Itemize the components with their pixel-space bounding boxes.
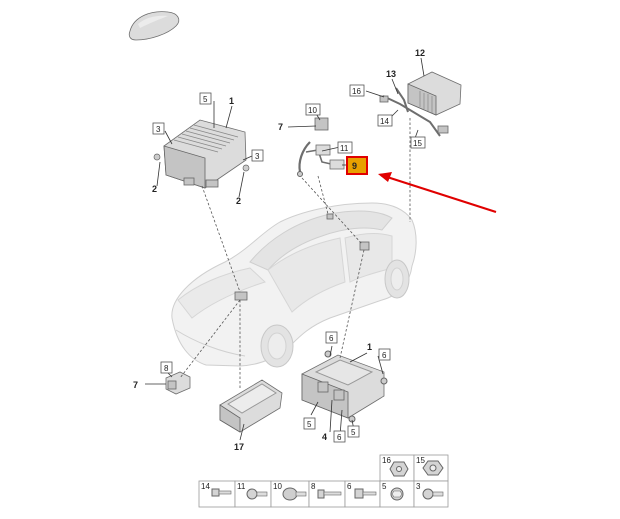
label-box-10 [305,103,321,116]
label-4: 4 [322,432,327,442]
label-box-5-lower-left [303,417,316,430]
label-6-top: 6 [329,334,334,343]
control-module-17 [219,379,283,433]
label-3-left: 3 [156,125,161,134]
label-box-5-lower-right [347,425,360,438]
label-12: 12 [415,48,425,58]
hex-nut-icon [422,460,444,476]
flange-bolt-icon-5 [390,487,404,501]
label-7-lower: 7 [133,380,138,390]
label-box-14 [377,114,393,127]
legend-num-8: 8 [311,482,316,491]
label-box-9-highlight [346,156,368,175]
label-2-right: 2 [236,196,241,206]
label-9: 9 [352,161,357,171]
connector-7-8 [165,371,191,395]
legend-num-14: 14 [201,482,210,491]
bracket-13 [379,87,449,137]
legend-num-16: 16 [382,456,391,465]
control-unit-lower [301,350,388,423]
label-13: 13 [386,69,396,79]
label-box-8 [160,361,173,374]
label-5-upper: 5 [203,95,208,104]
cover-part [128,11,180,41]
legend-num-6: 6 [347,482,352,491]
legend-num-3: 3 [416,482,421,491]
label-3-right: 3 [255,152,260,161]
label-5-lower-right: 5 [351,428,356,437]
sensor-bracket [297,117,345,177]
label-box-6-top [325,331,338,344]
label-box-6-bottom [333,430,346,443]
label-7-upper: 7 [278,122,283,132]
bolt-icon-10 [282,487,307,501]
label-17: 17 [234,442,244,452]
label-box-6-right [378,348,391,361]
label-8: 8 [164,364,169,373]
label-2-left: 2 [152,184,157,194]
label-box-3-left [152,122,165,135]
bolt-icon-14 [211,488,232,497]
legend-num-15: 15 [416,456,425,465]
legend-num-10: 10 [273,482,282,491]
callout-labels: 1 5 3 3 2 2 10 7 11 9 12 13 16 14 15 6 1… [133,48,426,452]
label-6-bottom: 6 [337,433,342,442]
bolt-icon-6 [354,488,377,499]
label-box-5-upper [199,92,212,105]
label-box-11 [337,141,353,154]
highlight-arrow [378,172,497,214]
control-unit-upper [153,119,250,189]
label-14: 14 [380,117,389,126]
callout-leaders [145,57,425,441]
bolt-icon-11 [246,488,268,500]
label-box-3-right [251,149,264,162]
label-16: 16 [352,87,361,96]
label-6-right: 6 [382,351,387,360]
screw-icon-3 [422,488,444,500]
fastener-legend: 16 15 14 11 10 8 6 5 3 [198,454,449,508]
screw-icon-8 [317,489,342,499]
nut-icon [389,461,409,477]
label-5-lower-left: 5 [307,420,312,429]
legend-num-5: 5 [382,482,387,491]
label-box-15 [410,136,426,149]
car-illustration [171,202,417,368]
dashed-leaders [179,118,411,388]
label-1-upper: 1 [229,96,234,106]
module-12 [407,71,462,116]
label-1-lower: 1 [367,342,372,352]
label-15: 15 [413,139,422,148]
label-box-16 [349,84,365,97]
label-11: 11 [340,144,349,153]
label-10: 10 [308,106,317,115]
legend-cell-5 [379,480,415,508]
legend-num-11: 11 [237,482,246,491]
